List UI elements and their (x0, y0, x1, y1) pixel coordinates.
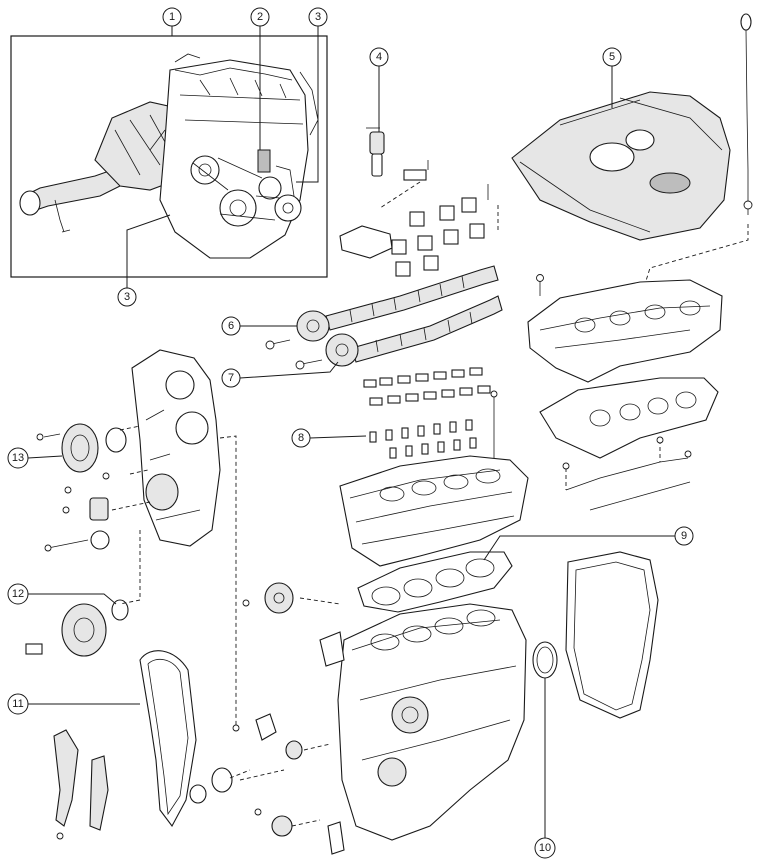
callout-7: 7 (221, 368, 241, 388)
callout-11-label: 11 (12, 698, 23, 710)
callout-13: 13 (7, 447, 29, 469)
callout-12-label: 12 (12, 588, 24, 600)
callout-1: 1 (162, 7, 182, 27)
engine-front-cover (131, 349, 221, 547)
callout-10: 10 (534, 837, 556, 859)
injector-harness (562, 436, 692, 511)
callout-2-label: 2 (257, 11, 263, 23)
callout-11: 11 (7, 693, 29, 715)
chain-tensioner (44, 472, 110, 552)
cylinder-head-cover-gasket (539, 377, 719, 459)
callout-3a: 3 (308, 7, 328, 27)
oil-level-gauge (639, 13, 753, 301)
cylinder-head-gasket (357, 551, 513, 613)
camshafts (325, 265, 503, 363)
callout-6: 6 (221, 316, 241, 336)
callout-9-label: 9 (681, 530, 687, 542)
cylinder-block (319, 603, 527, 841)
vacuum-pump (36, 423, 127, 473)
callout-8-label: 8 (298, 432, 304, 444)
callout-3a-label: 3 (315, 11, 321, 23)
callout-leaders (14, 26, 675, 838)
callout-4: 4 (369, 47, 389, 67)
crankshaft-pulley (25, 599, 129, 657)
oil-control-valve (366, 127, 385, 177)
callout-12: 12 (7, 583, 29, 605)
chain-guides (53, 713, 345, 855)
exhaust-camshaft-sprocket (265, 310, 330, 350)
callout-2: 2 (250, 7, 270, 27)
callout-7-label: 7 (228, 372, 234, 384)
intake-camshaft-sprocket (295, 333, 359, 370)
callout-1-label: 1 (169, 11, 175, 23)
callout-8: 8 (291, 428, 311, 448)
rear-oil-seal (532, 641, 558, 679)
hydraulic-lash-adjusters (363, 367, 498, 460)
cylinder-head (339, 455, 529, 567)
callout-13-label: 13 (12, 452, 24, 464)
callout-5: 5 (602, 47, 622, 67)
timing-chain (139, 650, 197, 828)
assembly-dashed-lines (111, 425, 341, 827)
alternator-body (257, 149, 271, 173)
water-pump-pulley (242, 582, 294, 614)
callout-9: 9 (674, 526, 694, 546)
callout-10-label: 10 (539, 842, 551, 854)
callout-3b: 3 (117, 287, 137, 307)
callout-3b-label: 3 (124, 291, 130, 303)
cylinder-head-cover (527, 274, 723, 383)
callout-6-label: 6 (228, 320, 234, 332)
engine-cover (511, 91, 731, 241)
alternator (258, 176, 282, 200)
engine-assembly-inset (10, 35, 328, 278)
callout-4-label: 4 (376, 51, 382, 63)
oil-pan-gasket (565, 551, 659, 719)
rocker-arm-caps (339, 160, 499, 277)
callout-5-label: 5 (609, 51, 615, 63)
